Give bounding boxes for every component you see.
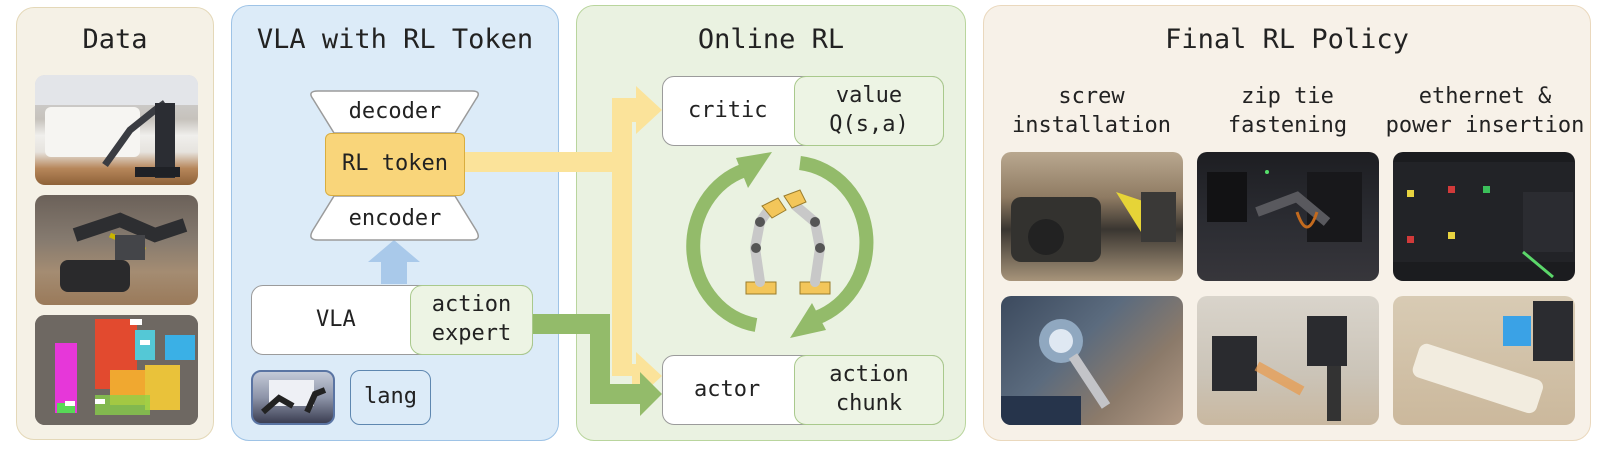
task-label-ethernet: ethernet & power insertion <box>1385 84 1585 138</box>
screw-photo-bottom <box>1001 296 1183 425</box>
cycle-arrowhead-top <box>736 152 772 188</box>
critic-label: critic <box>688 97 768 123</box>
zip-tie-photo-bottom <box>1197 296 1379 425</box>
zip-tie-photo-top <box>1197 152 1379 281</box>
vla-input-image <box>251 370 335 425</box>
robot-arms-icon <box>745 189 831 295</box>
vla-title: VLA with RL Token <box>256 24 534 55</box>
cycle-arrowhead-bottom <box>790 303 826 338</box>
action-expert-box: action expert <box>410 285 533 355</box>
data-title: Data <box>82 24 148 55</box>
screw-photo-top <box>1001 152 1183 281</box>
ethernet-photo-bottom <box>1393 296 1575 425</box>
ethernet-photo-top <box>1393 152 1575 281</box>
data-photo-segmented <box>35 315 198 425</box>
vla-label: VLA <box>316 306 356 332</box>
data-photo-bedroom <box>35 75 198 185</box>
task-label-zip-tie: zip tie fastening <box>1227 84 1348 138</box>
lang-box: lang <box>350 370 431 425</box>
cycle-arrows <box>686 156 874 332</box>
decoder-label: decoder <box>348 98 442 124</box>
task-label-screw: screw installation <box>1012 84 1171 138</box>
actor-label: actor <box>694 376 761 402</box>
rl-token-box: RL token <box>325 133 465 196</box>
encoder-shape <box>310 195 479 241</box>
action-expert-arrow <box>531 314 662 416</box>
final-policy-title: Final RL Policy <box>1165 24 1409 55</box>
vla-to-encoder-arrow <box>368 240 420 284</box>
data-photo-robot <box>35 195 198 305</box>
action-chunk-box: action chunk <box>794 355 944 425</box>
value-box: value Q(s,a) <box>794 76 944 146</box>
online-rl-title: Online RL <box>697 24 845 55</box>
encoder-label: encoder <box>348 205 442 231</box>
